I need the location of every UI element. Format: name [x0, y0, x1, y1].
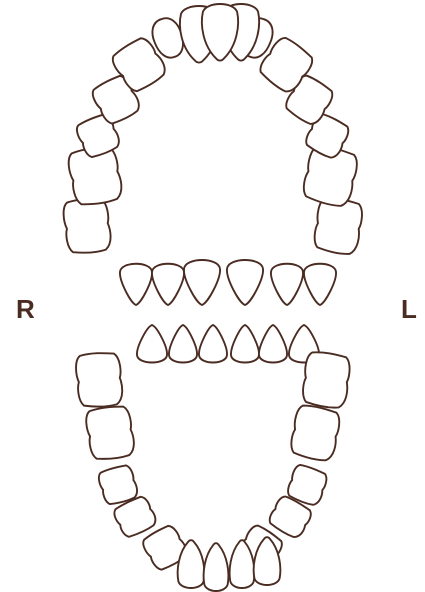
lower-open-row	[137, 325, 319, 363]
upper-open-tooth[interactable]	[304, 264, 336, 305]
lower-molar-3-r[interactable]	[74, 351, 124, 409]
upper-open-tooth[interactable]	[120, 264, 152, 305]
lower-arch	[74, 351, 351, 591]
upper-open-tooth[interactable]	[152, 264, 184, 305]
lower-molar-2-r[interactable]	[84, 404, 137, 463]
lower-open-tooth[interactable]	[199, 325, 227, 363]
upper-open-tooth[interactable]	[271, 264, 303, 305]
lower-open-tooth[interactable]	[259, 325, 287, 363]
lower-molar-3-l[interactable]	[301, 351, 351, 409]
upper-open-row	[120, 260, 336, 305]
lower-open-tooth[interactable]	[231, 325, 259, 363]
upper-arch	[62, 4, 364, 256]
upper-open-tooth[interactable]	[227, 260, 263, 305]
lower-molar-2-l[interactable]	[289, 404, 342, 463]
lower-open-tooth[interactable]	[137, 325, 167, 363]
left-side-label: L	[401, 294, 417, 324]
right-side-label: R	[16, 294, 35, 324]
lower-incisor[interactable]	[204, 543, 229, 591]
lower-open-tooth[interactable]	[169, 325, 197, 363]
upper-open-tooth[interactable]	[184, 260, 220, 305]
